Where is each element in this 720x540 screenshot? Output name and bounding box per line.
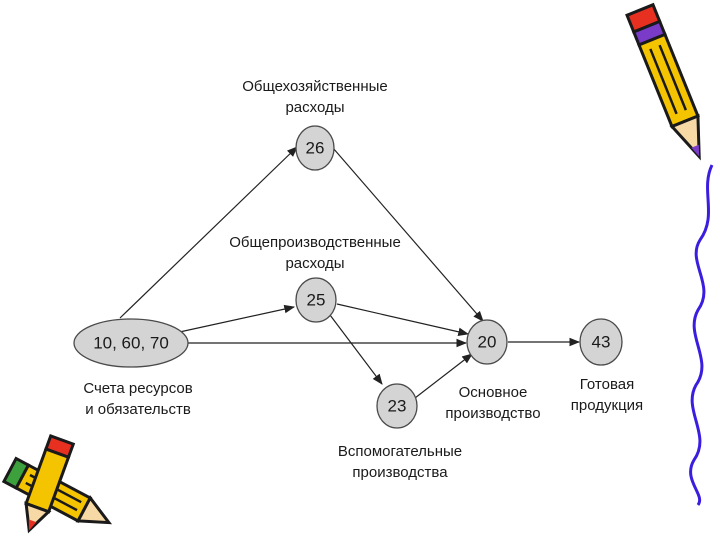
caption-23-line-2: производства: [352, 464, 448, 481]
caption-25-line-2: расходы: [285, 255, 344, 272]
caption-20-line-2: производство: [445, 405, 540, 422]
edge-src-to-25: [174, 304, 296, 334]
node-43-label: 43: [592, 332, 611, 351]
edge-25-to-20: [336, 303, 470, 337]
node-43: 43: [579, 318, 623, 366]
caption-resource-accounts-line-2: и обязательств: [85, 401, 191, 418]
caption-25-line-1: Общепроизводственные: [229, 234, 401, 251]
pencil-icon: [24, 433, 76, 534]
caption-26-line-1: Общехозяйственные: [242, 78, 388, 95]
caption-23-line-1: Вспомогательные: [338, 443, 462, 460]
caption-23: Вспомогательные производства: [338, 443, 462, 481]
caption-20-line-1: Основное: [459, 384, 528, 401]
node-25-label: 25: [307, 290, 326, 309]
edges: [119, 146, 581, 399]
node-23: 23: [376, 383, 418, 429]
node-23-label: 23: [388, 396, 407, 415]
caption-43: Готовая продукция: [571, 376, 643, 414]
node-20: 20: [466, 319, 508, 365]
node-26: 26: [295, 125, 335, 171]
edge-23-to-20: [414, 353, 473, 399]
edge-25-to-23: [329, 314, 383, 385]
edge-26-to-20: [332, 147, 484, 322]
squiggle-line: [689, 164, 714, 506]
pencil-icon: [625, 2, 701, 161]
node-20-label: 20: [478, 332, 497, 351]
node-26-label: 26: [306, 138, 325, 157]
caption-25: Общепроизводственные расходы: [229, 234, 401, 272]
node-resource-accounts: 10, 60, 70: [73, 318, 189, 368]
node-resource-accounts-label: 10, 60, 70: [93, 333, 169, 352]
caption-43-line-1: Готовая: [580, 376, 634, 393]
caption-resource-accounts: Счета ресурсов и обязательств: [83, 380, 192, 418]
caption-20: Основное производство: [445, 384, 540, 422]
edge-src-to-26: [119, 146, 298, 319]
caption-43-line-2: продукция: [571, 397, 643, 414]
caption-26: Общехозяйственные расходы: [242, 78, 388, 116]
caption-26-line-2: расходы: [285, 99, 344, 116]
caption-resource-accounts-line-1: Счета ресурсов: [83, 380, 192, 397]
node-25: 25: [295, 277, 337, 323]
